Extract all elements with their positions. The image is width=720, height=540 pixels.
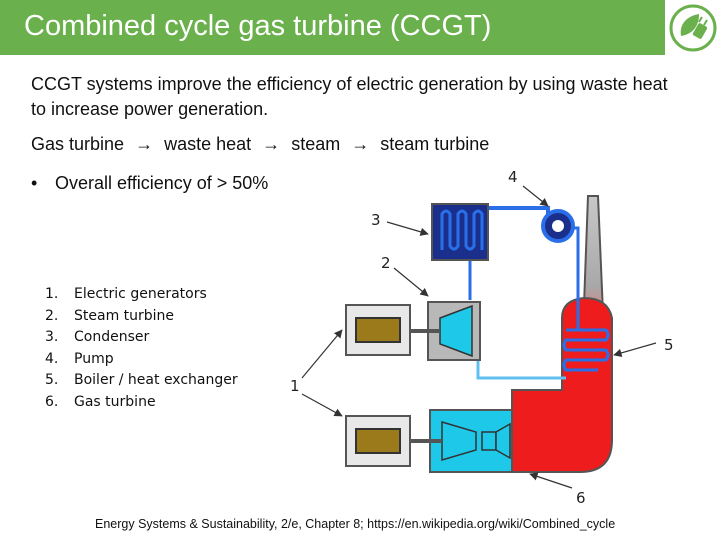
- condenser-coil: [440, 209, 484, 251]
- citation: Energy Systems & Sustainability, 2/e, Ch…: [95, 517, 616, 531]
- callout-label-5: 5: [664, 336, 674, 354]
- callout-arrow: [301, 393, 343, 417]
- list-item: 3. Condenser: [45, 327, 238, 349]
- gas-turbine-combustor: [481, 431, 497, 451]
- callout-arrow: [529, 472, 573, 489]
- list-number: 3.: [45, 329, 59, 345]
- efficiency-bullet: • Overall efficiency of > 50%: [31, 173, 268, 194]
- intro-text: CCGT systems improve the efficiency of e…: [31, 74, 668, 119]
- flow-step-steam-turbine: steam turbine: [380, 134, 490, 154]
- list-item: 1. Electric generators: [45, 284, 238, 306]
- steam-pipe: [476, 332, 566, 380]
- leaf-plug-icon: [665, 0, 720, 55]
- callout-arrow: [393, 267, 429, 297]
- arrow-right-icon: →: [351, 134, 370, 154]
- flow-step-gas-turbine: Gas turbine: [31, 134, 125, 154]
- list-label: Boiler / heat exchanger: [74, 372, 238, 388]
- list-number: 2.: [45, 307, 59, 324]
- list-item: 5. Boiler / heat exchanger: [45, 370, 238, 392]
- efficiency-text: Overall efficiency of > 50%: [55, 173, 269, 193]
- flow-step-waste-heat: waste heat: [164, 134, 252, 154]
- list-label: Steam turbine: [74, 307, 175, 324]
- pump-core: [552, 220, 564, 232]
- callout-label-1: 1: [290, 377, 300, 395]
- callout-label-2: 2: [381, 254, 391, 272]
- callout-arrow: [613, 342, 657, 357]
- list-item: 4. Pump: [45, 349, 238, 371]
- list-number: 5.: [45, 372, 59, 388]
- bullet-icon: •: [31, 173, 38, 193]
- steam-turbine: [439, 304, 473, 358]
- flow-step-steam: steam: [291, 134, 341, 154]
- generator-top-core: [355, 317, 401, 343]
- process-flow: Gas turbine → waste heat → steam → steam…: [31, 134, 489, 155]
- callout-arrow: [301, 329, 343, 379]
- arrow-right-icon: →: [135, 134, 154, 154]
- ccgt-diagram: 4 3 2 5 1 6: [290, 168, 674, 507]
- callout-arrow: [522, 185, 549, 207]
- page-title: Combined cycle gas turbine (CCGT): [24, 10, 492, 42]
- list-label: Pump: [74, 350, 114, 367]
- callout-arrow: [386, 221, 429, 236]
- callout-label-6: 6: [576, 489, 586, 507]
- boiler: [511, 296, 613, 473]
- list-item: 2. Steam turbine: [45, 306, 238, 328]
- list-label: Gas turbine: [74, 393, 156, 410]
- arrow-right-icon: →: [262, 134, 281, 154]
- list-label: Condenser: [74, 329, 150, 345]
- title-bar: Combined cycle gas turbine (CCGT): [0, 0, 720, 55]
- list-number: 1.: [45, 286, 59, 302]
- list-label: Electric generators: [74, 286, 207, 302]
- list-number: 4.: [45, 350, 59, 367]
- list-number: 6.: [45, 393, 59, 410]
- heat-exchanger-coil: [562, 328, 610, 372]
- component-list: 1. Electric generators 2. Steam turbine 3.…: [45, 284, 238, 413]
- callout-label-3: 3: [371, 211, 381, 229]
- list-item: 6. Gas turbine: [45, 392, 238, 414]
- steam-pipe: [488, 206, 550, 224]
- gas-turbine: [441, 420, 477, 462]
- callout-label-4: 4: [508, 168, 518, 186]
- gas-turbine-exhaust: [495, 422, 511, 460]
- generator-bottom-core: [355, 428, 401, 454]
